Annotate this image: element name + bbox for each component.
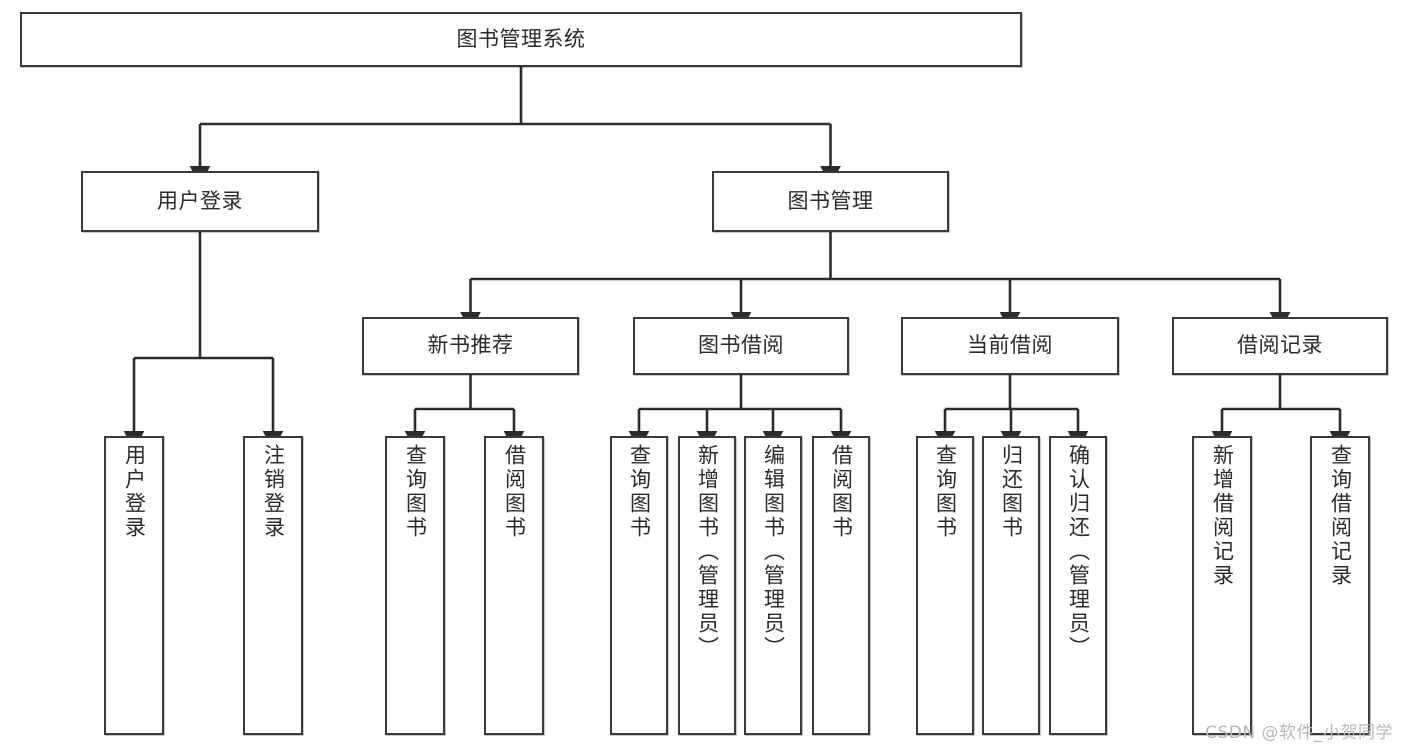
node-leaf-edit-book[interactable]: 编辑图书（管理员）	[744, 436, 802, 735]
node-label-current-borrow: 当前借阅	[967, 333, 1053, 358]
node-new-book-rec[interactable]: 新书推荐	[362, 317, 579, 375]
node-label-book-manage: 图书管理	[787, 188, 874, 213]
node-leaf-add-record[interactable]: 新增借阅记录	[1192, 436, 1252, 735]
node-label-leaf-query-book-3: 查询图书	[933, 444, 958, 540]
node-label-leaf-query-record: 查询借阅记录	[1328, 444, 1353, 588]
node-root[interactable]: 图书管理系统	[20, 12, 1022, 67]
node-leaf-query-book-2[interactable]: 查询图书	[610, 436, 668, 735]
node-current-borrow[interactable]: 当前借阅	[901, 317, 1119, 375]
node-label-borrow-record: 借阅记录	[1237, 333, 1323, 358]
node-label-root: 图书管理系统	[456, 26, 586, 51]
node-leaf-return-book[interactable]: 归还图书	[982, 436, 1040, 735]
node-label-leaf-confirm-return: 确认归还（管理员）	[1066, 444, 1091, 660]
node-label-leaf-add-record: 新增借阅记录	[1210, 444, 1235, 588]
node-label-leaf-borrow-book-1: 借阅图书	[502, 444, 527, 540]
node-leaf-query-book-3[interactable]: 查询图书	[916, 436, 974, 735]
node-label-new-book-rec: 新书推荐	[427, 333, 514, 358]
node-leaf-add-book[interactable]: 新增图书（管理员）	[678, 436, 736, 735]
node-label-leaf-query-book-1: 查询图书	[403, 444, 428, 540]
node-leaf-query-book-1[interactable]: 查询图书	[385, 436, 445, 735]
node-label-leaf-return-book: 归还图书	[999, 444, 1024, 540]
node-label-leaf-query-book-2: 查询图书	[627, 444, 652, 540]
node-leaf-user-login[interactable]: 用户登录	[104, 436, 164, 735]
node-leaf-borrow-book-2[interactable]: 借阅图书	[812, 436, 870, 735]
node-borrow-record[interactable]: 借阅记录	[1172, 317, 1388, 375]
node-leaf-confirm-return[interactable]: 确认归还（管理员）	[1049, 436, 1107, 735]
watermark-text: CSDN @软件_小贺同学	[1205, 723, 1393, 743]
node-label-leaf-user-logout: 注销登录	[261, 444, 286, 540]
node-label-leaf-edit-book: 编辑图书（管理员）	[761, 444, 786, 660]
node-label-leaf-add-book: 新增图书（管理员）	[695, 444, 720, 660]
node-leaf-query-record[interactable]: 查询借阅记录	[1310, 436, 1370, 735]
node-book-borrow[interactable]: 图书借阅	[633, 317, 849, 375]
node-book-manage[interactable]: 图书管理	[712, 171, 949, 232]
node-label-leaf-borrow-book-2: 借阅图书	[829, 444, 854, 540]
node-user-login[interactable]: 用户登录	[81, 171, 319, 232]
node-leaf-user-logout[interactable]: 注销登录	[243, 436, 303, 735]
node-label-user-login: 用户登录	[157, 188, 243, 213]
node-label-leaf-user-login: 用户登录	[122, 444, 147, 540]
node-leaf-borrow-book-1[interactable]: 借阅图书	[484, 436, 544, 735]
node-label-book-borrow: 图书借阅	[698, 333, 784, 358]
